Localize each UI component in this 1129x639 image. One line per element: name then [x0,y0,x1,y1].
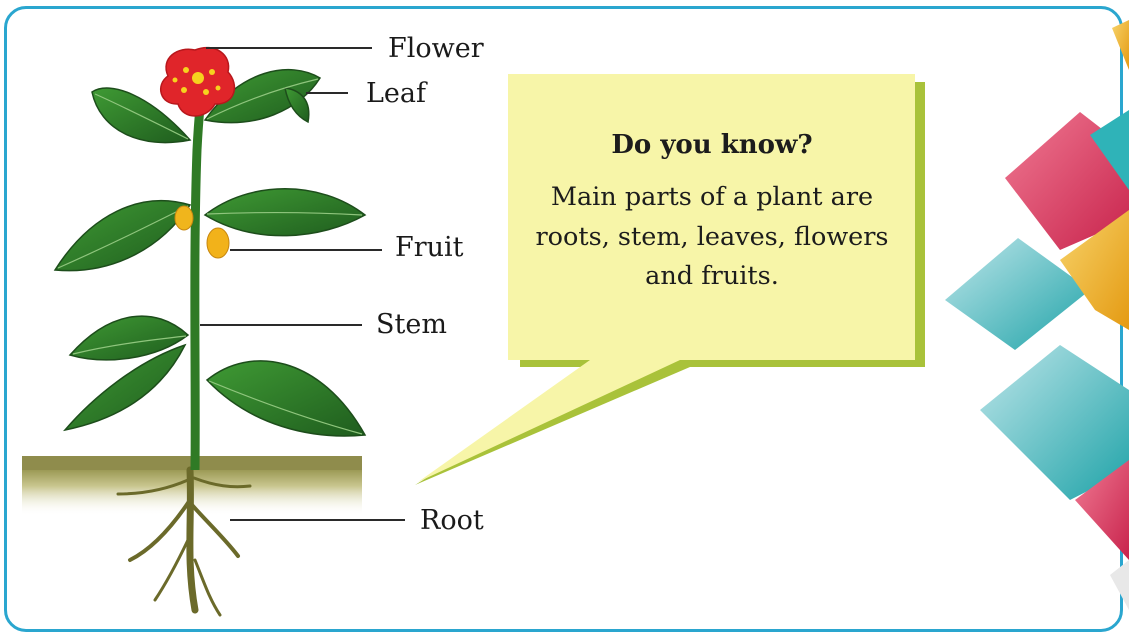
label-fruit: Fruit [395,232,464,263]
callout-body: Main parts of a plant are roots, stem, l… [512,178,912,297]
callout-title: Do you know? [512,130,912,160]
callout-content: Do you know? Main parts of a plant are r… [512,100,912,297]
label-root: Root [420,505,484,536]
decorative-tiles [945,20,1129,610]
plant-stem [195,108,200,470]
label-leaf: Leaf [366,78,426,109]
label-stem: Stem [376,309,447,340]
label-flower: Flower [388,33,484,64]
